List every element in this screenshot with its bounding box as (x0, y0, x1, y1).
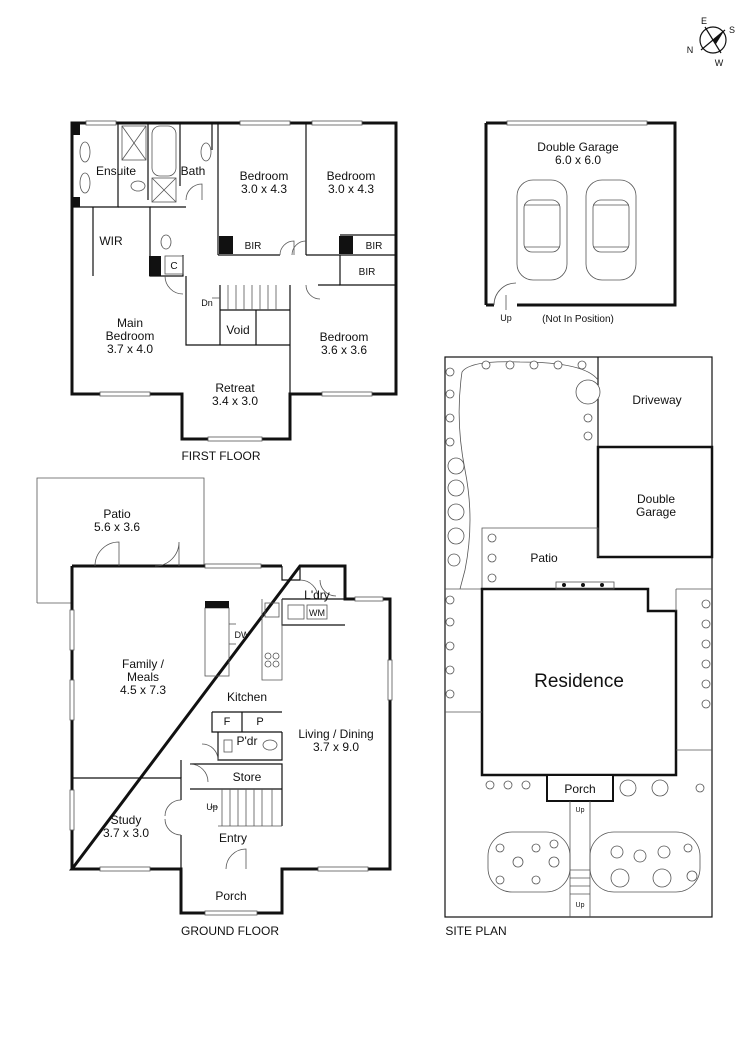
compass-north: N (687, 45, 694, 55)
bir-label-3: BIR (359, 267, 376, 278)
bedroom-4-name: Bedroom (320, 330, 369, 344)
pantry-label: P (256, 716, 263, 728)
wm-label: WM (309, 608, 325, 618)
garage-plan: Double Garage 6.0 x 6.0 Up (Not In Posit… (484, 120, 677, 325)
site-plan: Driveway Double Garage Patio Residence P… (444, 356, 714, 938)
retreat-size: 3.4 x 3.0 (212, 394, 258, 408)
retreat-name: Retreat (215, 381, 255, 395)
stair-up-label: Up (206, 802, 218, 812)
main-bedroom-size: 3.7 x 4.0 (107, 342, 153, 356)
study-size: 3.7 x 3.0 (103, 826, 149, 840)
ensuite-label: Ensuite (96, 164, 136, 178)
bath-label: Bath (181, 164, 206, 178)
first-floor-plan: Ensuite Bath Bedroom 3.0 x 4.3 Bedroom 3… (70, 120, 398, 463)
driveway-label: Driveway (632, 393, 681, 407)
site-porch-label: Porch (564, 782, 595, 796)
living-size: 3.7 x 9.0 (313, 740, 359, 754)
family-name-2: Meals (127, 670, 159, 684)
bedroom-2-name: Bedroom (240, 169, 289, 183)
car-icon (585, 179, 637, 281)
cupboard-label: C (170, 261, 177, 272)
site-garage-line-1: Double (637, 492, 675, 506)
site-garage-line-2: Garage (636, 505, 676, 519)
tree-icon (445, 360, 711, 888)
powder-label: P'dr (237, 734, 258, 748)
store-label: Store (233, 770, 262, 784)
patio-size: 5.6 x 3.6 (94, 520, 140, 534)
garage-note: (Not In Position) (542, 314, 614, 325)
porch-label: Porch (215, 889, 246, 903)
family-size: 4.5 x 7.3 (120, 683, 166, 697)
site-plan-title: SITE PLAN (445, 924, 506, 938)
patio-name: Patio (103, 507, 131, 521)
compass-icon: E S N W (687, 16, 735, 68)
main-bedroom-name-2: Bedroom (106, 329, 155, 343)
first-floor-title: FIRST FLOOR (181, 449, 260, 463)
laundry-label: L'dry (304, 588, 330, 602)
dw-label: DW (235, 630, 250, 640)
garage-up-label: Up (500, 313, 512, 323)
compass-east: E (701, 16, 707, 26)
stair-down-label: Dn (201, 298, 213, 308)
car-icon (516, 179, 568, 281)
residence-label: Residence (534, 671, 624, 692)
kitchen-label: Kitchen (227, 690, 267, 704)
entry-label: Entry (219, 831, 247, 845)
main-bedroom-name: Main (117, 316, 143, 330)
site-up-label-2: Up (576, 902, 585, 909)
garage-size: 6.0 x 6.0 (555, 153, 601, 167)
bir-label-1: BIR (245, 241, 262, 252)
bedroom-3-size: 3.0 x 4.3 (328, 182, 374, 196)
ground-floor-plan: Patio 5.6 x 3.6 L'dry WM DW Family / Mea… (36, 477, 393, 938)
bir-label-2: BIR (366, 241, 383, 252)
ground-floor-title: GROUND FLOOR (181, 924, 279, 938)
site-up-label-1: Up (576, 807, 585, 814)
bedroom-3-name: Bedroom (327, 169, 376, 183)
void-label: Void (226, 323, 249, 337)
family-name: Family / (122, 657, 165, 671)
bedroom-4-size: 3.6 x 3.6 (321, 343, 367, 357)
fridge-label: F (224, 716, 231, 728)
site-patio-label: Patio (530, 551, 558, 565)
bedroom-2-size: 3.0 x 4.3 (241, 182, 287, 196)
compass-west: W (715, 58, 724, 68)
study-name: Study (111, 813, 142, 827)
living-name: Living / Dining (298, 727, 373, 741)
garage-name: Double Garage (537, 140, 619, 154)
compass-south: S (729, 25, 735, 35)
wir-label: WIR (99, 234, 123, 248)
